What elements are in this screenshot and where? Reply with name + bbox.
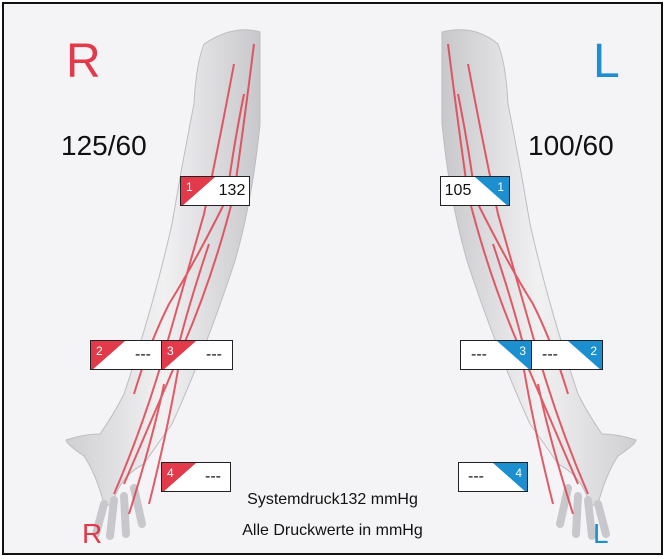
marker-left-4: --- 4 — [458, 462, 528, 492]
marker-left-1-value: 105 — [441, 177, 475, 205]
marker-left-3-triangle: 3 — [497, 341, 531, 369]
marker-right-1-triangle: 1 — [181, 177, 215, 205]
marker-left-4-triangle: 4 — [493, 463, 527, 491]
marker-right-4-number: 4 — [167, 466, 174, 480]
marker-left-1: 105 1 — [440, 176, 510, 206]
marker-right-2-triangle: 2 — [91, 341, 125, 369]
marker-left-3-number: 3 — [519, 344, 526, 358]
marker-left-2-value: --- — [532, 341, 568, 369]
marker-left-2-triangle: 2 — [568, 341, 602, 369]
marker-right-3-triangle: 3 — [162, 341, 196, 369]
marker-right-2-value: --- — [125, 341, 161, 369]
marker-left-3: --- 3 — [460, 340, 532, 370]
left-label-top: L — [593, 38, 620, 86]
marker-right-2-number: 2 — [96, 344, 103, 358]
marker-left-2-number: 2 — [590, 344, 597, 358]
right-arm-pressure: 125/60 — [61, 130, 147, 162]
marker-right-3: 3 --- — [161, 340, 233, 370]
marker-left-2: --- 2 — [531, 340, 603, 370]
right-arm-illustration — [4, 4, 663, 555]
marker-left-1-triangle: 1 — [475, 177, 509, 205]
system-pressure-note: Systemdruck132 mmHg — [4, 491, 661, 509]
marker-right-1-value: 132 — [215, 177, 249, 205]
diagram-frame: R L R L 125/60 100/60 1 132 2 --- 3 --- … — [2, 2, 663, 555]
marker-right-3-number: 3 — [167, 344, 174, 358]
marker-left-4-value: --- — [459, 463, 493, 491]
marker-left-3-value: --- — [461, 341, 497, 369]
marker-right-2: 2 --- — [90, 340, 162, 370]
marker-right-1-number: 1 — [186, 180, 193, 194]
marker-left-4-number: 4 — [515, 466, 522, 480]
marker-right-4: 4 --- — [161, 462, 231, 492]
marker-right-3-value: --- — [196, 341, 232, 369]
marker-right-1: 1 132 — [180, 176, 250, 206]
left-arm-pressure: 100/60 — [528, 130, 614, 162]
marker-left-1-number: 1 — [497, 180, 504, 194]
right-label-top: R — [66, 38, 101, 86]
marker-right-4-triangle: 4 — [162, 463, 196, 491]
units-note: Alle Druckwerte in mmHg — [4, 522, 661, 540]
marker-right-4-value: --- — [196, 463, 230, 491]
